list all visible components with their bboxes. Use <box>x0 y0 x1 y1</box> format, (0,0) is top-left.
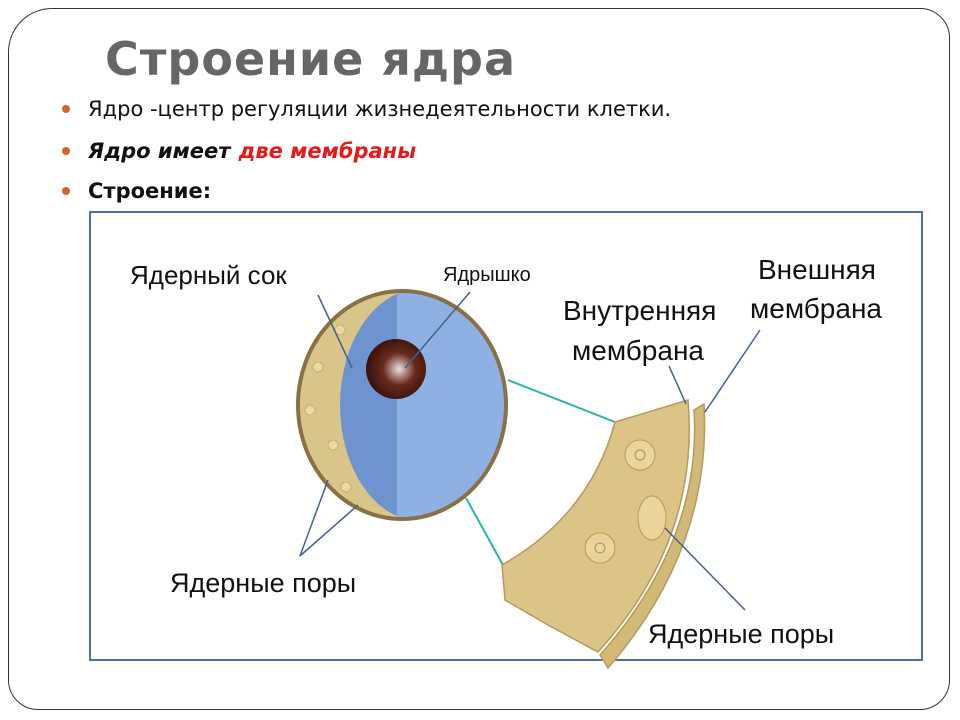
membrane-fragment <box>501 399 706 670</box>
bullet-text: Ядро имеет <box>88 139 231 163</box>
bullet-highlight: две мембраны <box>238 139 417 163</box>
bullet-2: Ядро имеет две мембраны <box>62 139 416 163</box>
label-inner-membrane: мембрана <box>572 335 704 366</box>
nuclear-envelope <box>296 289 508 521</box>
slide-frame <box>8 8 950 710</box>
label-nuclear-pores: Ядерные поры <box>170 568 356 598</box>
label-nuclear-sap: Ядерный сок <box>130 260 287 290</box>
bullet-dot <box>62 147 70 155</box>
slide-title: Строение ядра <box>105 32 517 86</box>
label-outer-membrane: Внешняя <box>758 254 876 285</box>
label-outer-membrane: мембрана <box>750 293 882 324</box>
bullet-3: Строение: <box>62 179 211 203</box>
bullet-dot <box>62 105 70 113</box>
nucleolus <box>366 339 426 399</box>
bullet-1: Ядро -центр регуляции жизнедеятельности … <box>62 97 671 121</box>
label-nuclear-pores: Ядерные поры <box>648 619 834 649</box>
bullet-text: Строение: <box>88 179 212 203</box>
bullet-dot <box>62 187 70 195</box>
label-inner-membrane: Внутренняя <box>563 295 716 326</box>
bullet-text: Ядро -центр регуляции жизнедеятельности … <box>88 97 672 121</box>
nucleus <box>298 291 506 519</box>
label-nucleolus: Ядрышко <box>443 264 531 286</box>
